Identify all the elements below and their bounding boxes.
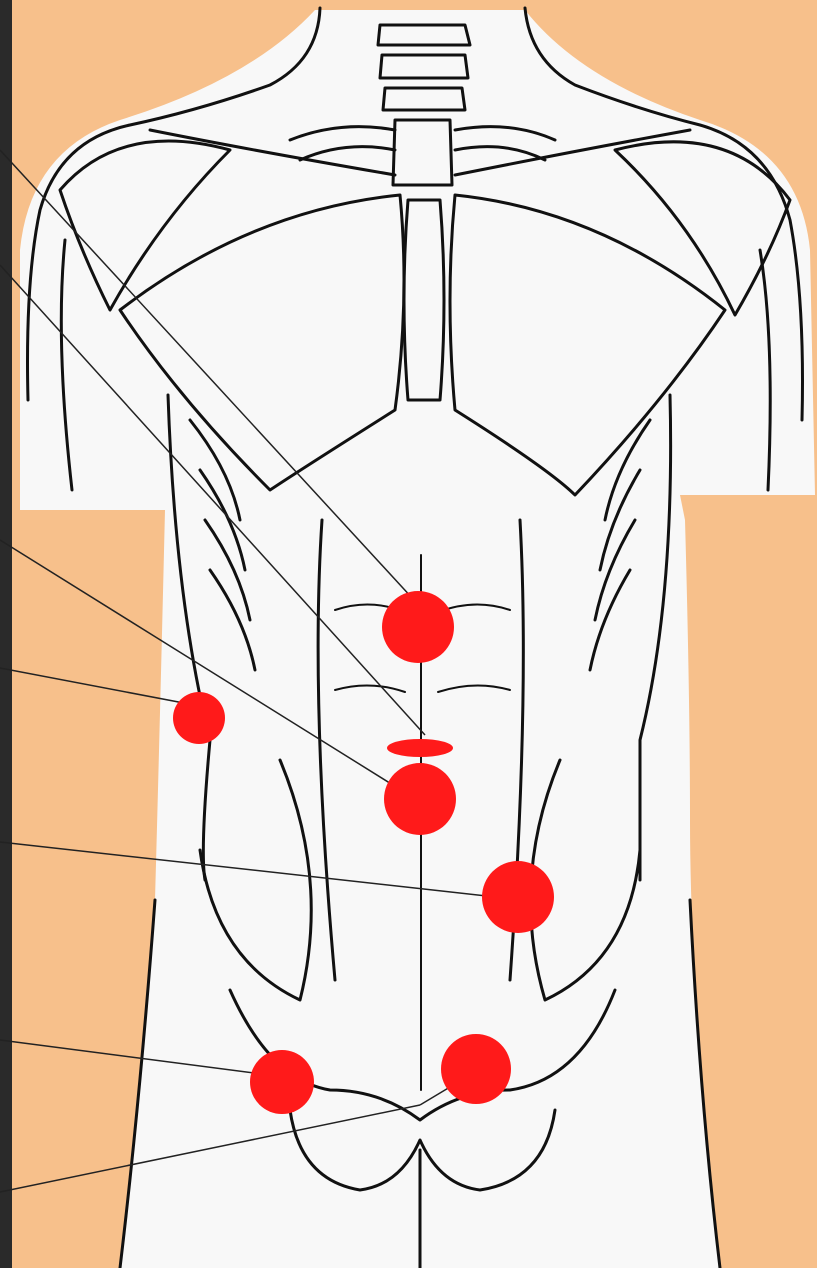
right-iliac-marker bbox=[250, 1050, 314, 1114]
right-flank-marker bbox=[173, 692, 225, 744]
umbilical-marker bbox=[387, 739, 453, 757]
navel-marker bbox=[384, 763, 456, 835]
left-iliac-marker bbox=[441, 1034, 511, 1104]
left-lower-abdomen-marker bbox=[482, 861, 554, 933]
epigastric-marker bbox=[382, 591, 454, 663]
